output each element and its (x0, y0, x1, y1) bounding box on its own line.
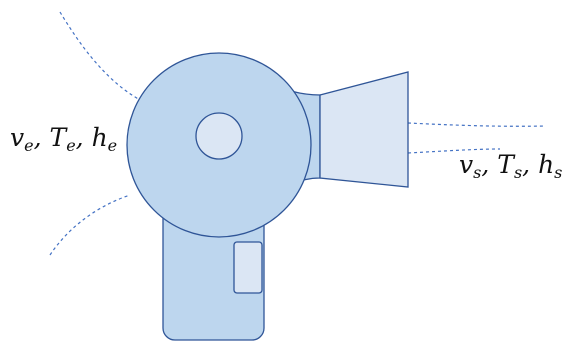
outlet-temperature-symbol: T (497, 150, 514, 179)
inlet-enthalpy-subscript: e (107, 136, 118, 155)
inlet-conditions-label: ve, Te, he (10, 123, 118, 155)
inlet-temperature-subscript: e (66, 136, 76, 155)
inlet-velocity-symbol: v (10, 123, 25, 152)
outlet-enthalpy-subscript: s (554, 163, 563, 182)
outlet-velocity-symbol: v (459, 150, 474, 179)
outlet-enthalpy-symbol: h (538, 150, 555, 179)
fan-hub (195, 112, 243, 160)
inlet-streamline-bottom (49, 194, 131, 256)
outlet-temperature-subscript: s (513, 163, 523, 182)
handle-switch (233, 241, 263, 294)
inlet-temperature-symbol: T (49, 123, 67, 152)
inlet-velocity-subscript: e (24, 136, 34, 155)
outlet-conditions-label: vs, Ts, hs (459, 150, 563, 182)
dryer-nozzle (319, 71, 409, 188)
inlet-streamline-top (59, 11, 141, 101)
outlet-velocity-subscript: s (473, 163, 482, 182)
outlet-streamline-bottom (407, 148, 501, 154)
inlet-enthalpy-symbol: h (91, 123, 108, 152)
outlet-streamline-top (407, 122, 546, 127)
